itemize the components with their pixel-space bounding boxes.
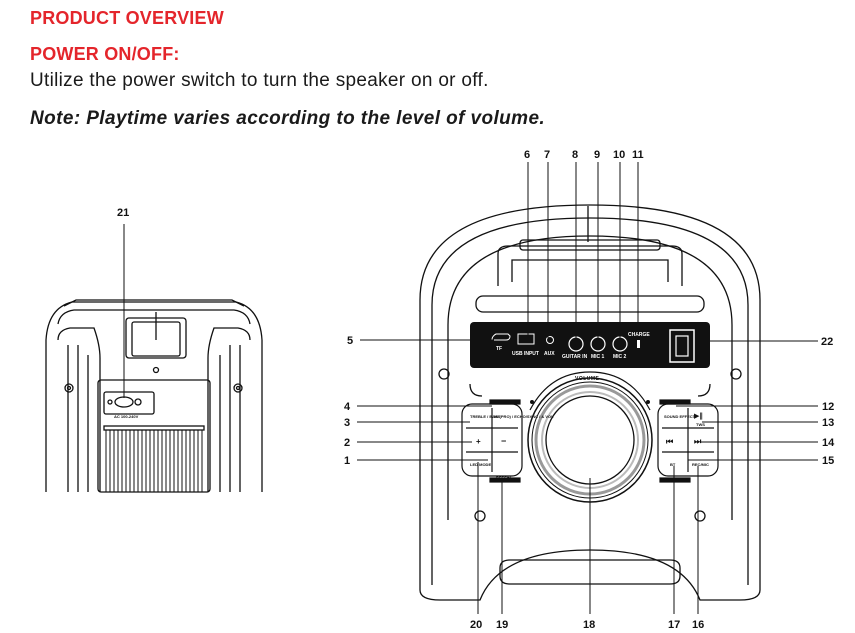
charge-label: CHARGE xyxy=(628,332,650,338)
callout-8: 8 xyxy=(572,149,578,161)
led-mode-label: LED MODE xyxy=(470,462,491,467)
plus-button: + xyxy=(476,437,481,446)
minus-button: − xyxy=(501,436,506,446)
ac-input-label: AC 100-240V xyxy=(114,414,139,419)
repeat-label: REPEAT xyxy=(496,474,512,479)
usb-input-port xyxy=(517,333,535,345)
charge-indicator xyxy=(637,340,640,348)
power-switch xyxy=(669,329,695,363)
page-title: PRODUCT OVERVIEW xyxy=(30,8,224,28)
callout-4: 4 xyxy=(344,401,351,413)
guitar-in-label: GUITAR IN xyxy=(562,354,588,360)
prev-button: ⏮ xyxy=(666,437,673,446)
right-button-cluster xyxy=(657,399,719,483)
callout-20: 20 xyxy=(470,619,482,631)
callout-6: 6 xyxy=(524,149,530,161)
mic1-label: MIC 1 xyxy=(591,354,605,360)
sound-effect-label: SOUND EFFECT xyxy=(664,414,696,419)
speaker-back-view xyxy=(45,299,263,493)
callout-19: 19 xyxy=(496,619,508,631)
speaker-front-view xyxy=(419,204,761,601)
aux-port xyxy=(546,336,554,344)
callout-3: 3 xyxy=(344,417,350,429)
leader-lines xyxy=(357,162,818,614)
callout-10: 10 xyxy=(613,149,625,161)
callout-16: 16 xyxy=(692,619,704,631)
tws-label: TWS xyxy=(696,422,705,427)
callout-13: 13 xyxy=(822,417,834,429)
callout-11: 11 xyxy=(632,149,644,161)
next-button: ⏭ xyxy=(694,437,702,446)
callout-1: 1 xyxy=(344,455,350,467)
usb-input-label: USB INPUT xyxy=(512,351,539,357)
callout-17: 17 xyxy=(668,619,680,631)
callout-12: 12 xyxy=(822,401,834,413)
callout-9: 9 xyxy=(594,149,600,161)
bt-label: BT xyxy=(670,462,676,467)
aux-label: AUX xyxy=(544,351,555,357)
rec-label: REC/MIC xyxy=(692,462,709,467)
callout-7: 7 xyxy=(544,149,550,161)
callout-18: 18 xyxy=(583,619,595,631)
mic-echo-label: MI (PRO) / ECHO/SYNC / & VOL xyxy=(494,414,554,419)
left-button-cluster xyxy=(461,399,523,483)
mic2-label: MIC 2 xyxy=(613,354,627,360)
tf-label: TF xyxy=(496,346,502,352)
callout-5: 5 xyxy=(347,335,353,347)
callout-14: 14 xyxy=(822,437,835,449)
callout-22: 22 xyxy=(821,336,833,348)
treble-bass-label: TREBLE / BASS xyxy=(470,414,501,419)
power-instructions: Utilize the power switch to turn the spe… xyxy=(30,70,489,91)
callout-2: 2 xyxy=(344,437,350,449)
power-switch-rocker xyxy=(675,335,689,357)
input-panel xyxy=(470,322,710,368)
callout-21: 21 xyxy=(117,207,129,219)
tf-card-slot xyxy=(491,333,511,341)
callout-15: 15 xyxy=(822,455,834,467)
playtime-note: Note: Playtime varies according to the l… xyxy=(30,108,546,129)
play-pause-button: ▶‖ xyxy=(694,412,703,421)
power-heading: POWER ON/OFF: xyxy=(30,44,180,64)
volume-label: VOLUME xyxy=(575,376,600,382)
